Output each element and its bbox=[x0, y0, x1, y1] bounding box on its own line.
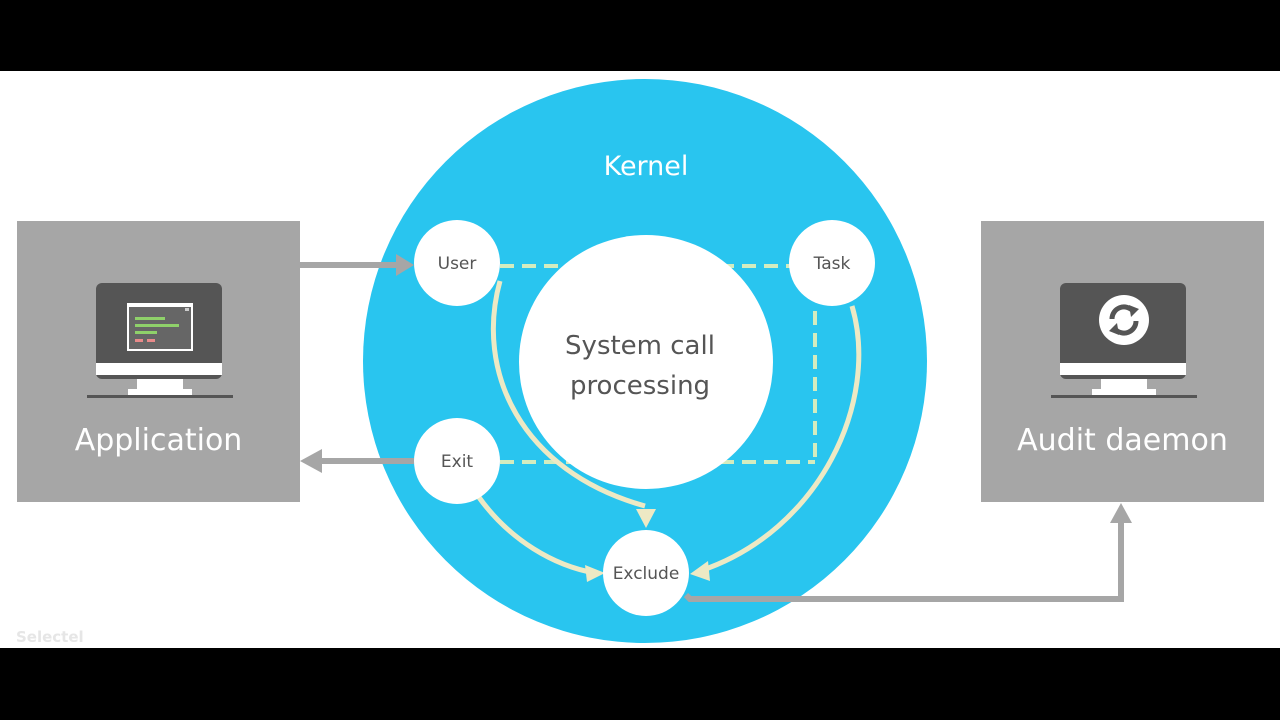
exclude-to-audit-arrow bbox=[683, 521, 1124, 602]
monitor-sync-icon bbox=[1051, 283, 1197, 398]
system-call-circle bbox=[519, 235, 773, 489]
kernel-label: Kernel bbox=[604, 151, 689, 182]
monitor-code-icon bbox=[87, 283, 233, 398]
audit-daemon-label: Audit daemon bbox=[1017, 423, 1228, 458]
flow-arrows bbox=[475, 280, 862, 576]
exit-node bbox=[414, 418, 500, 504]
task-to-exclude-arrow bbox=[699, 305, 862, 574]
application-label: Application bbox=[74, 423, 243, 458]
kernel-diagram: System call processing Kernel User Task … bbox=[300, 79, 1132, 643]
user-to-exclude-arrow bbox=[490, 280, 646, 509]
task-node-label: Task bbox=[813, 254, 851, 274]
gray-arrows bbox=[300, 262, 1124, 602]
exit-to-exclude-arrow bbox=[475, 494, 596, 576]
exclude-node-label: Exclude bbox=[613, 564, 680, 584]
gray-arrowheads bbox=[300, 254, 1132, 523]
diagram-slide: Application Audit daemon bbox=[0, 71, 1280, 648]
center-label-line1: System call bbox=[565, 331, 715, 361]
audit-daemon-panel: Audit daemon bbox=[981, 221, 1264, 502]
application-panel: Application bbox=[17, 221, 300, 502]
letterbox-bottom bbox=[0, 648, 1280, 720]
watermark: Selectel bbox=[16, 628, 84, 646]
exclude-node bbox=[603, 530, 689, 616]
center-label-line2: processing bbox=[570, 371, 710, 401]
flow-arrowheads bbox=[585, 509, 710, 582]
letterbox-top bbox=[0, 0, 1280, 71]
user-node-label: User bbox=[438, 254, 477, 274]
exit-node-label: Exit bbox=[441, 452, 474, 472]
user-node bbox=[414, 220, 500, 306]
task-node bbox=[789, 220, 875, 306]
